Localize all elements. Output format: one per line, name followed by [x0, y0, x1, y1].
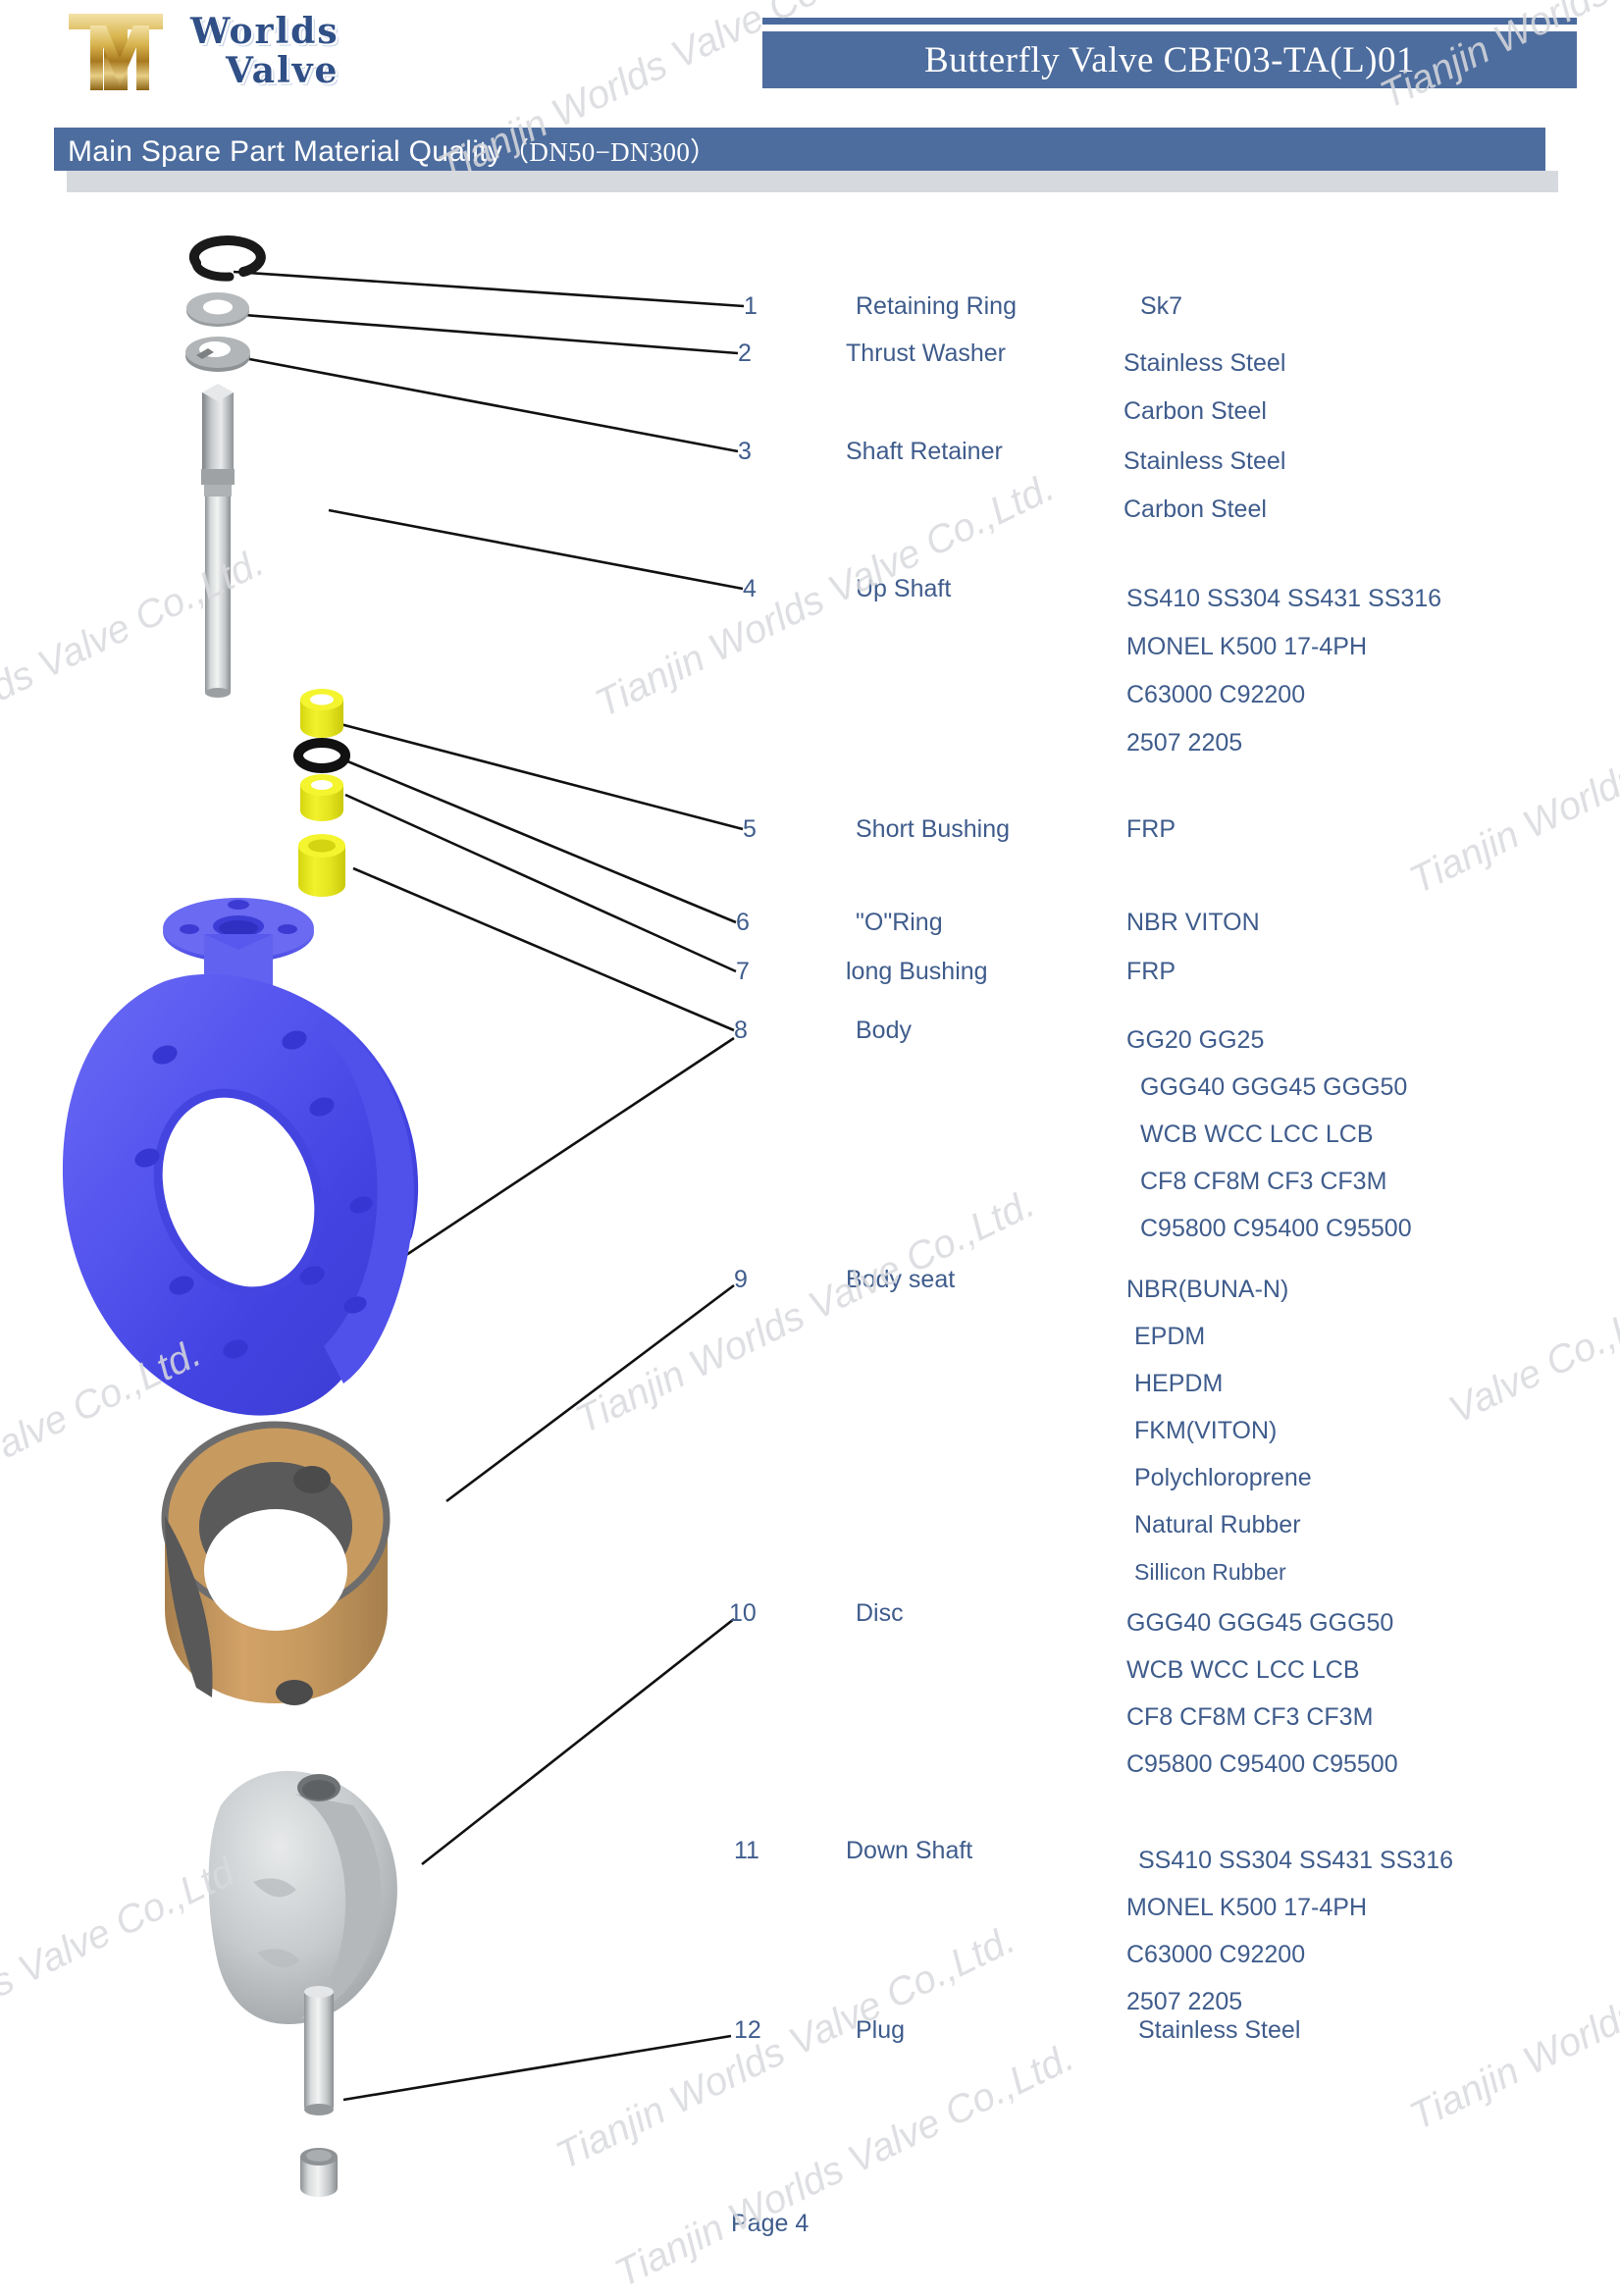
material-value: NBR VITON — [1126, 909, 1260, 936]
tm-monogram-icon — [69, 14, 163, 90]
part-short-bushing-2 — [300, 774, 343, 821]
part-name-7: long Bushing — [846, 958, 988, 985]
part-number-11: 11 — [734, 1837, 759, 1864]
title-top-rule — [762, 18, 1577, 25]
part-materials-7: FRP — [1126, 958, 1176, 986]
material-value: MONEL K500 17-4PH — [1126, 1894, 1368, 1921]
material-value: Carbon Steel — [1124, 397, 1267, 425]
content-top-rule — [67, 171, 1558, 192]
material-value: GGG40 GGG45 GGG50 — [1140, 1073, 1408, 1101]
page-number: Page 4 — [731, 2210, 810, 2237]
part-name-2: Thrust Washer — [846, 339, 1007, 367]
part-number-9: 9 — [734, 1266, 748, 1293]
material-value: SS410 SS304 SS431 SS316 — [1126, 585, 1442, 612]
material-value: 2507 2205 — [1126, 1988, 1243, 2015]
brand-name-line1: Worlds — [190, 11, 340, 52]
document-title-bar: Butterfly Valve CBF03-TA(L)01 — [762, 31, 1577, 88]
section-subtitle: Main Spare Part Material Quality（DN50−DN… — [54, 130, 716, 169]
part-materials-2: Stainless Steel Carbon Steel — [1124, 339, 1285, 436]
part-number-4: 4 — [743, 575, 757, 602]
brand-name-line2: Valve — [226, 50, 340, 92]
part-number-5: 5 — [743, 815, 757, 843]
part-name-4: Up Shaft — [856, 575, 952, 602]
part-materials-11: SS410 SS304 SS431 SS316 MONEL K500 17-4P… — [1126, 1837, 1453, 2025]
material-value: C95800 C95400 C95500 — [1126, 1750, 1398, 1778]
material-value: HEPDM — [1134, 1370, 1224, 1397]
part-name-1: Retaining Ring — [856, 292, 1017, 320]
document-title: Butterfly Valve CBF03-TA(L)01 — [923, 39, 1416, 80]
material-value: SS410 SS304 SS431 SS316 — [1138, 1847, 1454, 1874]
part-materials-1: Sk7 — [1140, 292, 1182, 321]
part-o-ring — [293, 738, 350, 773]
part-materials-4: SS410 SS304 SS431 SS316 MONEL K500 17-4P… — [1126, 575, 1441, 767]
part-number-10: 10 — [729, 1599, 757, 1627]
material-value: FKM(VITON) — [1134, 1417, 1278, 1444]
material-value: Polychloroprene — [1134, 1464, 1312, 1491]
part-retaining-ring — [188, 235, 266, 282]
part-number-2: 2 — [738, 339, 752, 367]
part-number-3: 3 — [738, 438, 752, 465]
part-materials-6: NBR VITON — [1126, 909, 1260, 937]
part-name-8: Body — [856, 1017, 912, 1044]
material-value: GGG40 GGG45 GGG50 — [1126, 1609, 1394, 1637]
part-name-5: Short Bushing — [856, 815, 1011, 843]
part-name-11: Down Shaft — [846, 1837, 973, 1864]
material-value: Stainless Steel — [1138, 2016, 1301, 2044]
part-name-12: Plug — [856, 2016, 906, 2044]
section-subtitle-bar: Main Spare Part Material Quality（DN50−DN… — [54, 128, 1545, 171]
part-name-3: Shaft Retainer — [846, 438, 1003, 465]
material-value: Sk7 — [1140, 292, 1183, 320]
material-value: FRP — [1126, 815, 1176, 843]
part-valve-body — [62, 898, 419, 1416]
part-down-shaft — [304, 1986, 334, 2115]
material-value: Stainless Steel — [1124, 447, 1286, 475]
material-value: WCB WCC LCC LCB — [1126, 1656, 1360, 1684]
brand-logo: Worlds Valve — [45, 8, 457, 94]
material-value: Natural Rubber — [1134, 1511, 1301, 1539]
material-value: FRP — [1126, 958, 1176, 985]
part-body-seat — [161, 1421, 391, 1705]
material-value: Sillicon Rubber — [1134, 1559, 1286, 1585]
part-up-shaft — [201, 384, 235, 698]
subtitle-range-text: （DN50−DN300） — [502, 136, 717, 167]
material-value: GG20 GG25 — [1126, 1026, 1265, 1054]
part-materials-3: Stainless Steel Carbon Steel — [1124, 438, 1285, 534]
part-materials-9: NBR(BUNA-N) EPDM HEPDM FKM(VITON) Polych… — [1126, 1266, 1312, 1595]
part-materials-12: Stainless Steel — [1126, 2016, 1300, 2045]
part-number-7: 7 — [736, 958, 750, 985]
part-materials-5: FRP — [1126, 815, 1176, 844]
material-value: EPDM — [1134, 1323, 1206, 1350]
material-value: CF8 CF8M CF3 CF3M — [1126, 1703, 1374, 1731]
material-value: Carbon Steel — [1124, 496, 1267, 523]
part-name-9: Body seat — [846, 1266, 956, 1293]
part-materials-10: GGG40 GGG45 GGG50 WCB WCC LCC LCB CF8 CF… — [1126, 1599, 1398, 1788]
material-value: C95800 C95400 C95500 — [1140, 1215, 1412, 1242]
part-plug — [300, 2148, 338, 2197]
material-value: 2507 2205 — [1126, 729, 1243, 757]
part-name-6: "O"Ring — [856, 909, 943, 936]
subtitle-main-text: Main Spare Part Material Quality — [68, 134, 503, 168]
material-value: MONEL K500 17-4PH — [1126, 633, 1368, 660]
part-number-1: 1 — [744, 292, 758, 320]
material-value: NBR(BUNA-N) — [1126, 1276, 1289, 1303]
material-value: C63000 C92200 — [1126, 1941, 1306, 1968]
part-thrust-washer — [186, 292, 249, 327]
material-value: WCB WCC LCC LCB — [1140, 1121, 1374, 1148]
part-shaft-retainer — [185, 337, 250, 372]
exploded-view-diagram — [62, 235, 419, 2197]
part-number-8: 8 — [734, 1017, 748, 1044]
part-short-bushing — [300, 689, 343, 738]
material-value: CF8 CF8M CF3 CF3M — [1140, 1168, 1387, 1195]
part-name-10: Disc — [856, 1599, 904, 1627]
part-disc — [208, 1770, 397, 2025]
part-number-12: 12 — [734, 2016, 761, 2044]
part-long-bushing — [298, 834, 345, 897]
part-materials-8: GG20 GG25 GGG40 GGG45 GGG50 WCB WCC LCC … — [1126, 1017, 1412, 1252]
material-value: C63000 C92200 — [1126, 681, 1306, 708]
material-value: Stainless Steel — [1124, 349, 1286, 377]
part-number-6: 6 — [736, 909, 750, 936]
brand-wordmark: Worlds Valve — [190, 12, 455, 91]
